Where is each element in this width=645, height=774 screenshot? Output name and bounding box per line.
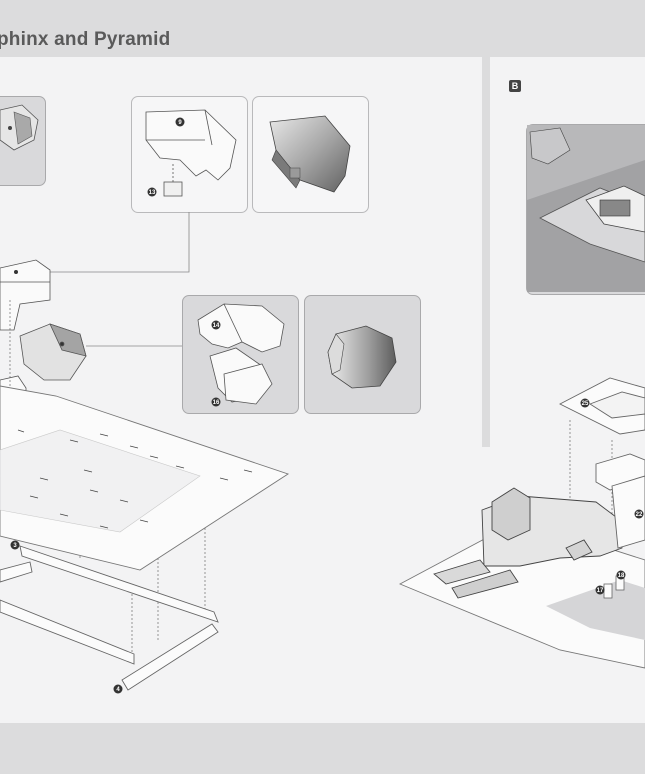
svg-text:14: 14 xyxy=(213,323,220,329)
callout-9 xyxy=(175,117,185,127)
head-render-icon xyxy=(327,325,397,389)
head-part-icon xyxy=(0,104,39,151)
svg-text:13: 13 xyxy=(149,190,156,196)
bottom-bar xyxy=(0,729,645,774)
callout-13 xyxy=(147,187,157,197)
callout-4 xyxy=(113,684,123,694)
photo-render-b xyxy=(527,125,645,292)
svg-text:9: 9 xyxy=(178,120,182,126)
svg-text:16: 16 xyxy=(213,400,220,406)
title-bar: phinx and Pyramid xyxy=(0,0,645,56)
body-block-render-icon xyxy=(269,115,351,193)
side-rail-4 xyxy=(0,599,219,691)
pyramid-frame-piece xyxy=(559,377,645,435)
svg-text:18: 18 xyxy=(618,573,625,579)
svg-text:25: 25 xyxy=(582,401,589,407)
head-pieces-icon xyxy=(197,303,285,405)
callout-18 xyxy=(616,570,626,580)
svg-text:17: 17 xyxy=(597,588,604,594)
side-rail-3 xyxy=(0,545,219,623)
body-piece-icon xyxy=(145,109,237,197)
body-top-piece xyxy=(0,259,51,331)
base-plate-a xyxy=(0,385,290,571)
svg-text:3: 3 xyxy=(13,543,17,549)
callout-22 xyxy=(634,509,644,519)
pyramid-blocks xyxy=(595,453,645,549)
callout-14 xyxy=(211,320,221,330)
svg-text:22: 22 xyxy=(636,512,643,518)
leader-line xyxy=(20,212,190,273)
section-b-badge: B xyxy=(509,80,521,92)
callout-16 xyxy=(211,397,221,407)
callout-17 xyxy=(595,585,605,595)
svg-text:4: 4 xyxy=(116,687,120,693)
page-title: phinx and Pyramid xyxy=(0,29,171,50)
callout-3 xyxy=(10,540,20,550)
head-piece xyxy=(19,323,87,381)
sphinx-model xyxy=(433,487,623,599)
callout-25 xyxy=(580,398,590,408)
